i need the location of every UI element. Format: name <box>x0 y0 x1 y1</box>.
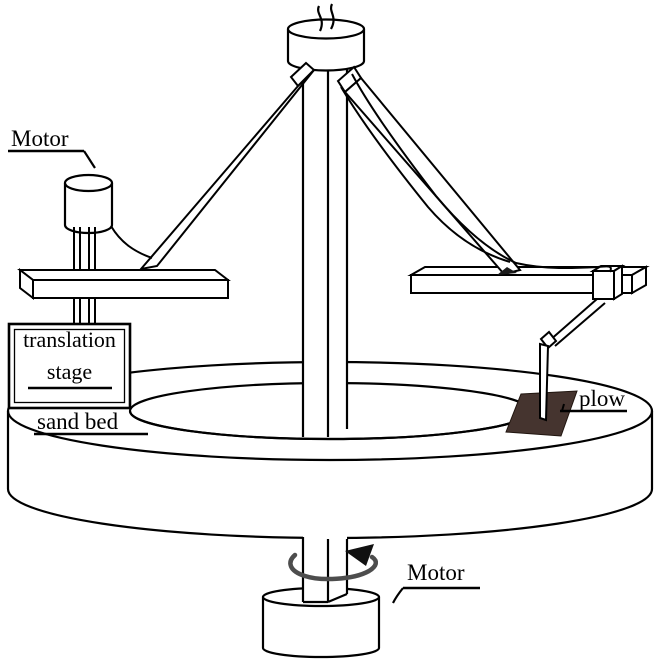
linkage-rod-edge1 <box>548 298 598 342</box>
bottom-motor <box>261 586 381 659</box>
drive-shaft <box>301 536 349 604</box>
sand-bed-label: sand bed <box>37 409 119 434</box>
left-strut <box>138 61 316 271</box>
shaft-body <box>303 536 347 602</box>
left-arm <box>17 267 231 301</box>
hub-body <box>286 29 366 72</box>
right-arm-front-face <box>410 274 633 294</box>
rotation-arrow-icon <box>288 544 379 582</box>
translation-stage-label-line1: translation <box>23 327 116 352</box>
left-motor-cable <box>110 225 153 259</box>
right-strut-foot-shadow <box>497 267 517 275</box>
power-wires-icon <box>317 3 335 32</box>
translation-motor <box>63 173 114 235</box>
motor-bottom-leader <box>392 587 404 604</box>
bottom-motor-body <box>261 597 381 659</box>
label-marks <box>8 149 627 604</box>
plow-bracket <box>589 264 626 301</box>
right-cable <box>340 73 612 273</box>
central-column <box>128 58 532 441</box>
linkage-rod-edge2 <box>554 302 606 347</box>
motor-left-leader <box>83 150 96 169</box>
translation-stage-label-line2: stage <box>46 359 93 384</box>
disk-bottom-rim <box>6 488 654 540</box>
motor-bottom-label: Motor <box>407 560 465 585</box>
left-arm-front-face <box>32 279 229 299</box>
rotation-arrowhead <box>345 544 374 566</box>
left-arm-top-face <box>17 269 231 281</box>
ring-inner-front-edge <box>128 410 532 441</box>
plow-underline-notch <box>561 403 565 412</box>
translation-stage-box <box>7 322 132 410</box>
left-strut-beam <box>138 69 315 271</box>
top-hub <box>286 18 366 72</box>
plow-blade <box>539 342 550 422</box>
column-body <box>303 58 347 437</box>
sand-bed-disk <box>6 360 654 540</box>
plow-linkage <box>539 298 606 422</box>
right-arm <box>407 265 650 295</box>
right-strut <box>336 65 522 276</box>
plow-label: plow <box>579 386 625 411</box>
motor-left-label: Motor <box>11 126 69 151</box>
motor-top <box>63 173 114 193</box>
hub-top <box>286 18 366 40</box>
